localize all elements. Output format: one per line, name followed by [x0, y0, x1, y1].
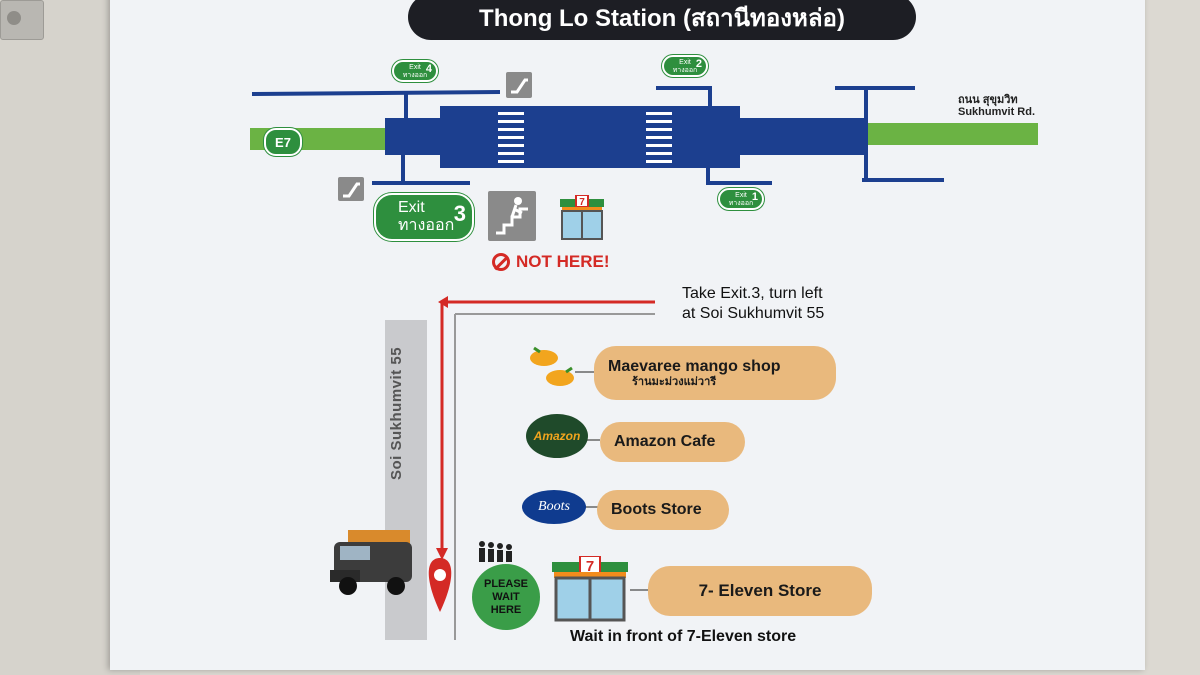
- road-label: ถนน สุขุมวิท Sukhumvit Rd.: [958, 94, 1035, 118]
- exit-2-badge: Exit ทางออก 2: [662, 55, 708, 77]
- road-label-english: Sukhumvit Rd.: [958, 106, 1036, 118]
- shop-maevaree-name-thai: ร้านมะม่วงแม่วารี: [632, 375, 717, 388]
- prohibited-icon: [492, 253, 510, 271]
- exit-1-badge: Exit ทางออก 1: [718, 188, 764, 210]
- street-label: Soi Sukhumvit 55: [388, 346, 405, 480]
- mounting-clip: [0, 0, 44, 40]
- wait-line-2: WAIT: [492, 590, 520, 603]
- exit-4-number: 4: [425, 63, 432, 75]
- location-pin-icon: [428, 558, 452, 612]
- directions-text: Take Exit.3, turn left at Soi Sukhumvit …: [682, 284, 824, 324]
- shop-amazon-cafe: Amazon Cafe: [600, 422, 745, 462]
- exit-1-label: Exit: [735, 192, 747, 199]
- wait-line-3: HERE: [490, 603, 522, 616]
- exit-3-label: Exit: [398, 199, 425, 216]
- station-code-badge: E7: [264, 128, 302, 156]
- shop-seven-eleven: 7- Eleven Store: [648, 566, 872, 616]
- shop-maevaree: Maevaree mango shop ร้านมะม่วงแม่วารี: [594, 346, 836, 400]
- exit-4-label: Exit: [409, 64, 421, 71]
- rail-line-right: [860, 123, 1038, 145]
- svg-text:7: 7: [579, 197, 585, 208]
- station-title: Thong Lo Station (สถานีทองหล่อ): [408, 0, 916, 40]
- exit-3-label-thai: ทางออก: [398, 217, 455, 234]
- shop-maevaree-name: Maevaree mango shop: [608, 357, 781, 375]
- escalator-icon: [338, 177, 364, 201]
- directions-line-2: at Soi Sukhumvit 55: [682, 305, 825, 322]
- directions-line-1: Take Exit.3, turn left: [682, 285, 823, 302]
- shop-seven-eleven-name: 7- Eleven Store: [698, 581, 822, 600]
- not-here-warning: NOT HERE!: [492, 252, 610, 272]
- exit-2-number: 2: [695, 58, 702, 70]
- wait-caption: Wait in front of 7-Eleven store: [570, 628, 797, 645]
- queue-people-icon: [476, 540, 514, 564]
- seven-eleven-logo: 7: [550, 556, 630, 622]
- mango-icon: [526, 342, 576, 390]
- stairs-icon: [488, 191, 536, 241]
- shop-boots-name: Boots Store: [611, 501, 702, 518]
- exit-1-number: 1: [751, 191, 758, 203]
- escalator-icon: [506, 72, 532, 98]
- road-label-thai: ถนน สุขุมวิท: [958, 94, 1018, 106]
- shop-connectors: [575, 371, 648, 591]
- exit-3-badge: Exit ทางออก 3: [374, 193, 474, 241]
- not-here-text: NOT HERE!: [516, 252, 610, 271]
- boots-logo: Boots: [522, 490, 586, 524]
- crosswalk-right: [646, 112, 672, 163]
- exit-4-label-thai: ทางออก: [402, 72, 428, 79]
- amazon-cafe-logo: Amazon: [526, 414, 588, 458]
- pickup-van-icon: [326, 526, 416, 600]
- exit-2-label: Exit: [679, 59, 691, 66]
- wait-line-1: PLEASE: [483, 577, 528, 590]
- please-wait-here-marker: PLEASE WAIT HERE: [472, 564, 540, 630]
- shop-boots: Boots Store: [597, 490, 729, 530]
- shop-amazon-cafe-name: Amazon Cafe: [614, 433, 716, 450]
- seven-eleven-store-icon: 7: [556, 195, 608, 241]
- route-arrow: [436, 296, 655, 560]
- station-platform: [440, 106, 740, 168]
- exit-3-number: 3: [453, 201, 466, 226]
- svg-text:7: 7: [586, 558, 594, 575]
- crosswalk-left: [498, 112, 524, 163]
- exit-walkways: [251, 86, 944, 185]
- exit-2-label-thai: ทางออก: [672, 67, 698, 74]
- exit-4-badge: Exit ทางออก 4: [392, 60, 438, 82]
- exit-1-label-thai: ทางออก: [728, 200, 754, 207]
